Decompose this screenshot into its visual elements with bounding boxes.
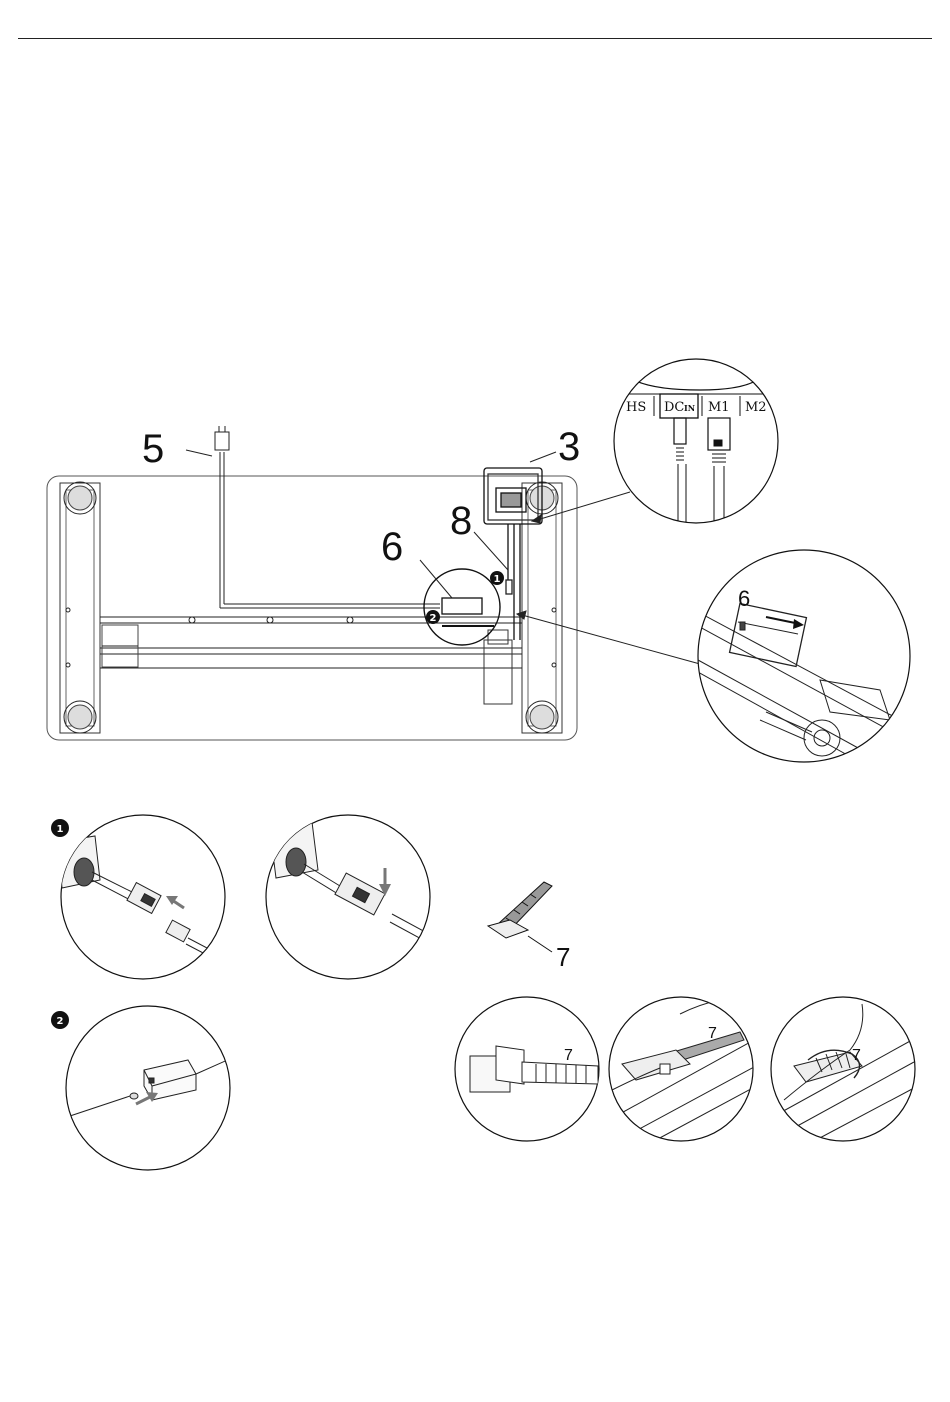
step-2-marker: 2 [51,1011,69,1029]
cable-tie-part [488,882,552,952]
step-marker-2-desk: 2 [426,610,440,624]
step-2-detail [64,1006,232,1170]
svg-text:2: 2 [430,613,437,624]
callout-tie-step-3: 7 [852,1047,861,1064]
adapter-detail: 6 [698,550,910,762]
port-label-m1: M1 [708,400,730,415]
svg-text:1: 1 [57,824,64,835]
svg-text:2: 2 [57,1016,64,1027]
callout-adapter-detail: 6 [738,586,750,611]
port-label-hs: HS [626,400,646,415]
callout-adapter: 6 [381,525,403,569]
leader-lines [186,450,700,664]
port-label-m2: M2 [745,400,767,415]
svg-text:1: 1 [494,574,501,585]
port-label-dc: DC [664,400,684,415]
step-marker-1-desk: 1 [490,571,504,585]
step-1-detail-b [266,815,440,979]
step-1-detail-a [58,815,230,979]
callout-cable-tie: 7 [556,942,570,972]
cable-tie-step-2: 7 [609,997,760,1141]
port-detail: HS DC IN M1 M2 [614,359,780,530]
callout-tie-step-2: 7 [708,1025,717,1042]
power-cord [215,426,440,608]
callout-power-cord: 5 [142,427,164,471]
adapter-locator [424,569,500,645]
port-label-dc-in: IN [684,403,695,413]
cable-tie-step-1: 7 [455,997,599,1141]
step-1-marker: 1 [51,819,69,837]
callout-cable: 8 [450,499,472,543]
callout-tie-step-1: 7 [564,1047,573,1064]
callout-control-box: 3 [558,425,580,469]
cable-tie-step-3: 7 [771,997,915,1141]
